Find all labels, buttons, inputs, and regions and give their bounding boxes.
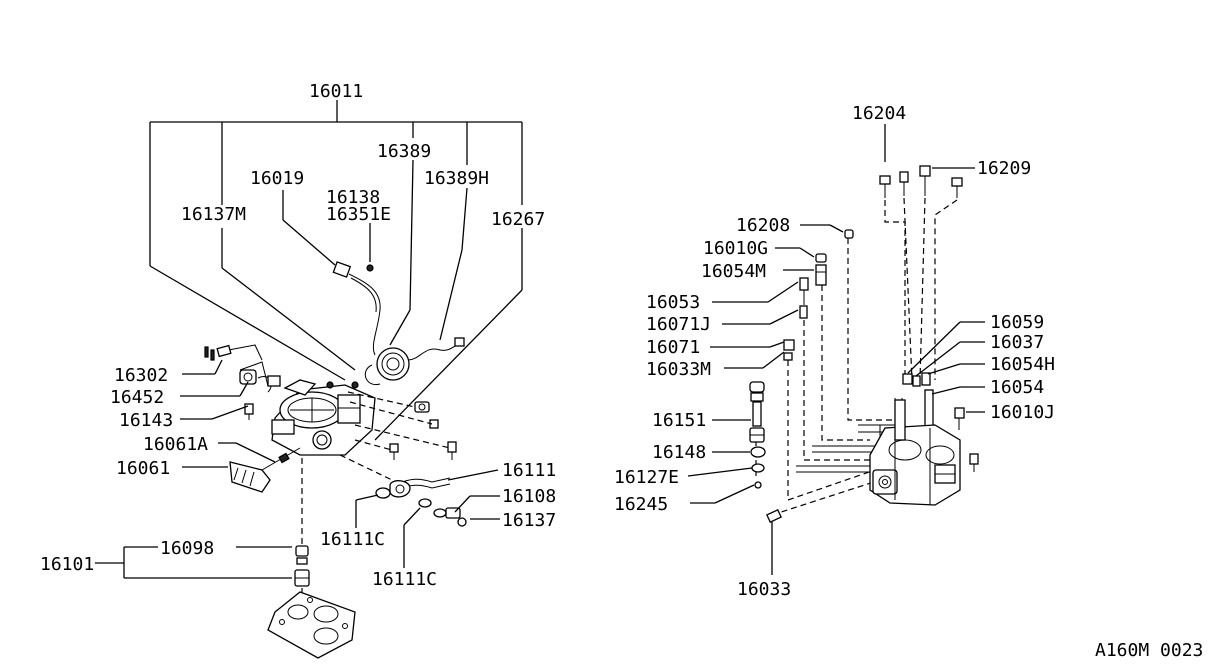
label-16098: 16098	[160, 538, 214, 559]
left-leader-lines	[95, 359, 500, 579]
label-16071J: 16071J	[646, 314, 711, 335]
figure-code: A160M 0023	[1095, 640, 1203, 661]
label-16111C-upper: 16111C	[320, 529, 385, 550]
label-16302: 16302	[114, 365, 168, 386]
label-16053: 16053	[646, 292, 700, 313]
label-16061A: 16061A	[143, 434, 208, 455]
label-16033: 16033	[737, 579, 791, 600]
label-16138: 16138	[326, 187, 380, 208]
label-16111C-lower: 16111C	[372, 569, 437, 590]
label-16101: 16101	[40, 554, 94, 575]
label-16245: 16245	[614, 494, 668, 515]
label-16389H: 16389H	[424, 168, 489, 189]
label-16137: 16137	[502, 510, 556, 531]
label-16137M: 16137M	[181, 204, 246, 225]
label-16151: 16151	[652, 410, 706, 431]
label-16209: 16209	[977, 158, 1031, 179]
label-16204: 16204	[852, 103, 906, 124]
label-16452: 16452	[110, 387, 164, 408]
label-16019: 16019	[250, 168, 304, 189]
right-assembly-drawing	[749, 124, 979, 575]
label-16148: 16148	[652, 442, 706, 463]
label-16010G: 16010G	[703, 238, 768, 259]
label-16037: 16037	[990, 332, 1044, 353]
label-16054H: 16054H	[990, 354, 1055, 375]
label-16108: 16108	[502, 486, 556, 507]
label-16071: 16071	[646, 337, 700, 358]
part-labels: 16011 16389 16019 16389H 16138 16137M 16…	[40, 81, 1203, 661]
right-leader-lines	[687, 224, 985, 504]
label-16011: 16011	[309, 81, 363, 102]
label-16389: 16389	[377, 141, 431, 162]
left-assembly-drawing	[149, 100, 523, 659]
label-16059: 16059	[990, 312, 1044, 333]
label-16061: 16061	[116, 458, 170, 479]
label-16127E: 16127E	[614, 467, 679, 488]
label-16054: 16054	[990, 377, 1044, 398]
label-16143: 16143	[119, 410, 173, 431]
label-16010J: 16010J	[990, 402, 1055, 423]
label-16208: 16208	[736, 215, 790, 236]
label-16054M: 16054M	[701, 261, 766, 282]
label-16111: 16111	[502, 460, 556, 481]
label-16033M: 16033M	[646, 359, 711, 380]
label-16351E: 16351E	[326, 204, 391, 225]
label-16267: 16267	[491, 209, 545, 230]
